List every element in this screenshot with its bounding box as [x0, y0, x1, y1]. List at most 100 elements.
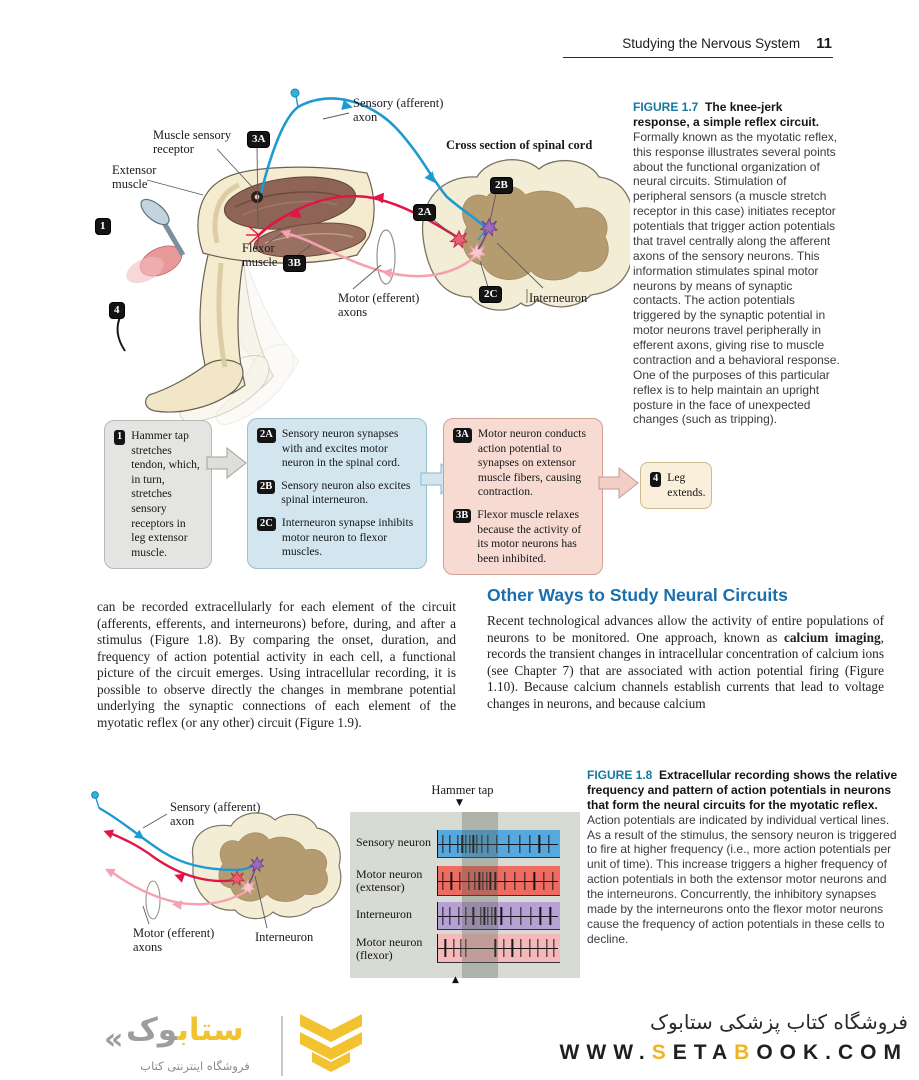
url-part: WWW.	[559, 1041, 652, 1064]
action-potential-tick	[442, 871, 444, 890]
action-potential-tick	[510, 906, 512, 925]
hammer-tap-arrow-down: ▼	[456, 798, 463, 808]
trace-baseline	[438, 915, 558, 917]
action-potential-tick	[495, 834, 498, 853]
flow-badge-4: 4	[650, 472, 662, 487]
action-potential-tick	[465, 834, 467, 853]
brand-logo-text[interactable]: ستابوک	[126, 1012, 244, 1048]
neurons-small	[228, 856, 265, 896]
action-potential-tick	[548, 834, 550, 853]
badge-2b: 2B	[491, 178, 512, 193]
badge-4: 4	[110, 303, 124, 318]
action-potential-tick	[472, 906, 475, 925]
term-calcium-imaging: calcium imaging	[783, 629, 881, 645]
action-potential-tick	[528, 834, 531, 853]
label-flexor-muscle: Flexor muscle	[242, 241, 278, 269]
motor-axon-small	[103, 829, 236, 883]
action-potential-tick	[487, 906, 489, 925]
label-muscle-sensory-receptor: Muscle sensory receptor	[153, 128, 232, 156]
brand-emblem-icon	[300, 1014, 362, 1072]
action-potential-tick	[549, 906, 551, 925]
spinal-cord-section	[421, 159, 630, 311]
action-potential-tick	[444, 939, 446, 957]
neuron-cells	[449, 217, 499, 262]
label-interneuron: Interneuron	[529, 291, 588, 305]
label-hammer-tap: Hammer tap	[431, 783, 494, 797]
brand-tagline: فروشگاه اینترنتی کتاب	[140, 1059, 250, 1073]
action-potential-tick	[458, 906, 460, 925]
action-potential-tick	[511, 939, 514, 957]
label-motor-axons: Motor (efferent) axons	[338, 291, 420, 319]
action-potential-tick	[482, 871, 484, 890]
store-title: فروشگاه کتاب پزشکی ستابوک	[650, 1010, 908, 1034]
action-potential-tick	[442, 906, 444, 925]
flow-badge-2a: 2A	[257, 428, 276, 443]
action-potential-tick	[533, 871, 536, 890]
flow-badge-2c: 2C	[257, 516, 276, 532]
action-potential-tick	[553, 939, 555, 957]
action-potential-tick	[487, 834, 489, 853]
action-potential-tick	[504, 871, 506, 890]
badge-2a: 2A	[414, 205, 436, 220]
badge-1: 1	[96, 219, 110, 234]
sensory-axon-small	[91, 791, 254, 872]
figure-1-7-caption: FIGURE 1.7 The knee-jerk response, a sim…	[633, 100, 841, 427]
trace-label-sensory: Sensory neuron	[356, 835, 431, 849]
trace-strip-extensor	[437, 866, 560, 896]
action-potential-tick	[442, 834, 444, 853]
caption-title-2: Extracellular recording shows the relati…	[587, 768, 898, 812]
action-potential-tick	[494, 939, 496, 957]
trace-label-flexor: Motor neuron (flexor)	[356, 935, 423, 963]
sensory-axon-path	[259, 88, 487, 241]
caption-title: The knee-jerk response, a simple reflex …	[633, 100, 820, 129]
caption-label-2: FIGURE 1.8	[587, 768, 653, 782]
flow-box-1: 1 Hammer tap stretches tendon, which, in…	[104, 420, 212, 570]
brand-name-yellow: ستاب	[177, 1012, 244, 1048]
label-sensory-axon-2: Sensory (afferent) axon	[170, 800, 261, 828]
nerve-ring	[376, 229, 396, 285]
right-column-paragraph: Recent technological advances allow the …	[487, 613, 884, 712]
action-potential-tick	[480, 906, 482, 925]
trace-label-extensor: Motor neuron (extensor)	[356, 867, 423, 895]
action-potential-tick	[514, 871, 516, 890]
paragraph-pre: Recent technological advances allow the …	[487, 613, 884, 645]
trace-baseline	[438, 843, 558, 845]
flow-arrow-1	[206, 446, 247, 480]
trace-strip-flexor	[437, 934, 560, 963]
action-potential-tick	[530, 906, 532, 925]
flow-badge-2b: 2B	[257, 479, 276, 495]
paragraph-post: , records the transient changes in intra…	[487, 629, 884, 711]
action-potential-tick	[545, 939, 548, 957]
action-potential-tick	[489, 871, 492, 890]
action-potential-tick	[460, 939, 462, 957]
left-column-paragraph: can be recorded extracellularly for each…	[97, 599, 456, 730]
label-cross-section: Cross section of spinal cord	[446, 138, 593, 152]
action-potential-tick	[491, 906, 493, 925]
section-heading: Other Ways to Study Neural Circuits	[487, 585, 788, 605]
url-accent-b: B	[734, 1041, 757, 1064]
website-url[interactable]: WWW.SETABOOK.COM	[400, 1041, 908, 1065]
action-potential-tick	[543, 871, 545, 890]
trace-strip-sensory	[437, 830, 560, 858]
page-number: 11	[816, 35, 832, 52]
action-potential-tick	[476, 834, 478, 853]
trace-strip-interneuron	[437, 902, 560, 930]
action-potential-tick	[450, 871, 453, 890]
action-potential-tick	[473, 871, 476, 890]
leader-lines	[146, 112, 544, 290]
action-potential-tick	[472, 834, 475, 853]
action-potential-tick	[520, 939, 522, 957]
action-potential-tick	[537, 939, 539, 957]
flow-text-2a: Sensory neuron synapses with and excites…	[281, 427, 401, 470]
flow-text-3b: Flexor muscle relaxes because the activi…	[477, 507, 582, 565]
action-potential-tick	[459, 871, 461, 890]
leg-extends-arrow-up: ▲	[452, 975, 459, 985]
flow-box-4: 4 Leg extends.	[640, 462, 712, 510]
action-potential-tick	[481, 834, 483, 853]
action-potential-tick	[461, 834, 464, 853]
label-interneuron-2: Interneuron	[255, 930, 314, 944]
action-potential-tick	[508, 834, 510, 853]
action-potential-tick	[539, 906, 542, 925]
